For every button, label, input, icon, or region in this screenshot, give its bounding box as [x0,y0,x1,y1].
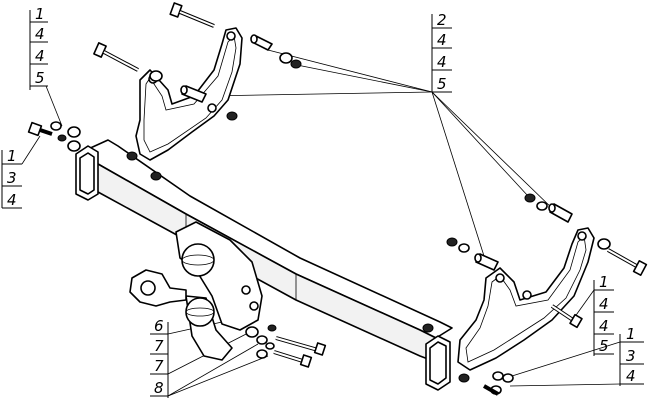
bolt-right-low [483,371,514,396]
callout-right-low-1: 1 [626,325,636,343]
bolt-bottom-1 [275,336,327,356]
callout-right-mid: 1 4 4 5 [573,273,614,356]
tow-ball-assembly [129,221,263,361]
callout-top-left-3: 4 [35,47,45,65]
callout-mid-left-1: 1 [7,147,17,165]
bolt-bottom-2 [273,350,313,368]
bolt-right-mid [550,304,583,329]
callout-bottom-left-1: 6 [154,317,164,335]
fasteners [27,2,648,396]
callout-top-left-2: 4 [35,25,45,43]
bolt-top [169,2,215,28]
bolt-right-upper [597,238,648,276]
callout-top-right: 2 4 4 5 [205,11,557,257]
callout-top-right-4: 5 [437,75,447,93]
callout-mid-left-2: 3 [7,169,17,187]
callout-bottom-left-3: 7 [154,357,164,375]
callout-top-right-2: 4 [437,31,447,49]
bolt-upper-left [93,42,139,72]
callout-top-left-1: 1 [35,5,45,23]
callout-right-low-3: 4 [626,367,636,385]
callout-right-mid-1: 1 [599,273,609,291]
spacer-sleeve-mid [180,85,207,103]
callout-mid-left-3: 4 [7,191,17,209]
callout-top-left-4: 5 [35,69,45,87]
callout-bottom-left-2: 7 [154,337,164,355]
callout-top-right-1: 2 [437,11,447,29]
callout-mid-left: 1 3 4 [1,135,41,209]
bolt-left-end [27,121,53,137]
callout-right-mid-4: 5 [599,337,609,355]
spacer-sleeve-top [250,34,273,51]
callout-bottom-left-4: 8 [154,379,164,397]
spacer-sleeve-right-low [474,253,499,271]
callout-right-mid-2: 4 [599,295,609,313]
spacer-sleeve-right [548,203,573,223]
callout-top-right-3: 4 [437,53,447,71]
callout-right-low-2: 3 [626,347,636,365]
callout-right-mid-3: 4 [599,317,609,335]
right-mounting-bracket [457,227,595,371]
crossbar-beam [75,139,453,391]
callout-top-left: 1 4 4 5 [29,5,63,127]
callout-right-low: 1 3 4 [509,325,644,387]
